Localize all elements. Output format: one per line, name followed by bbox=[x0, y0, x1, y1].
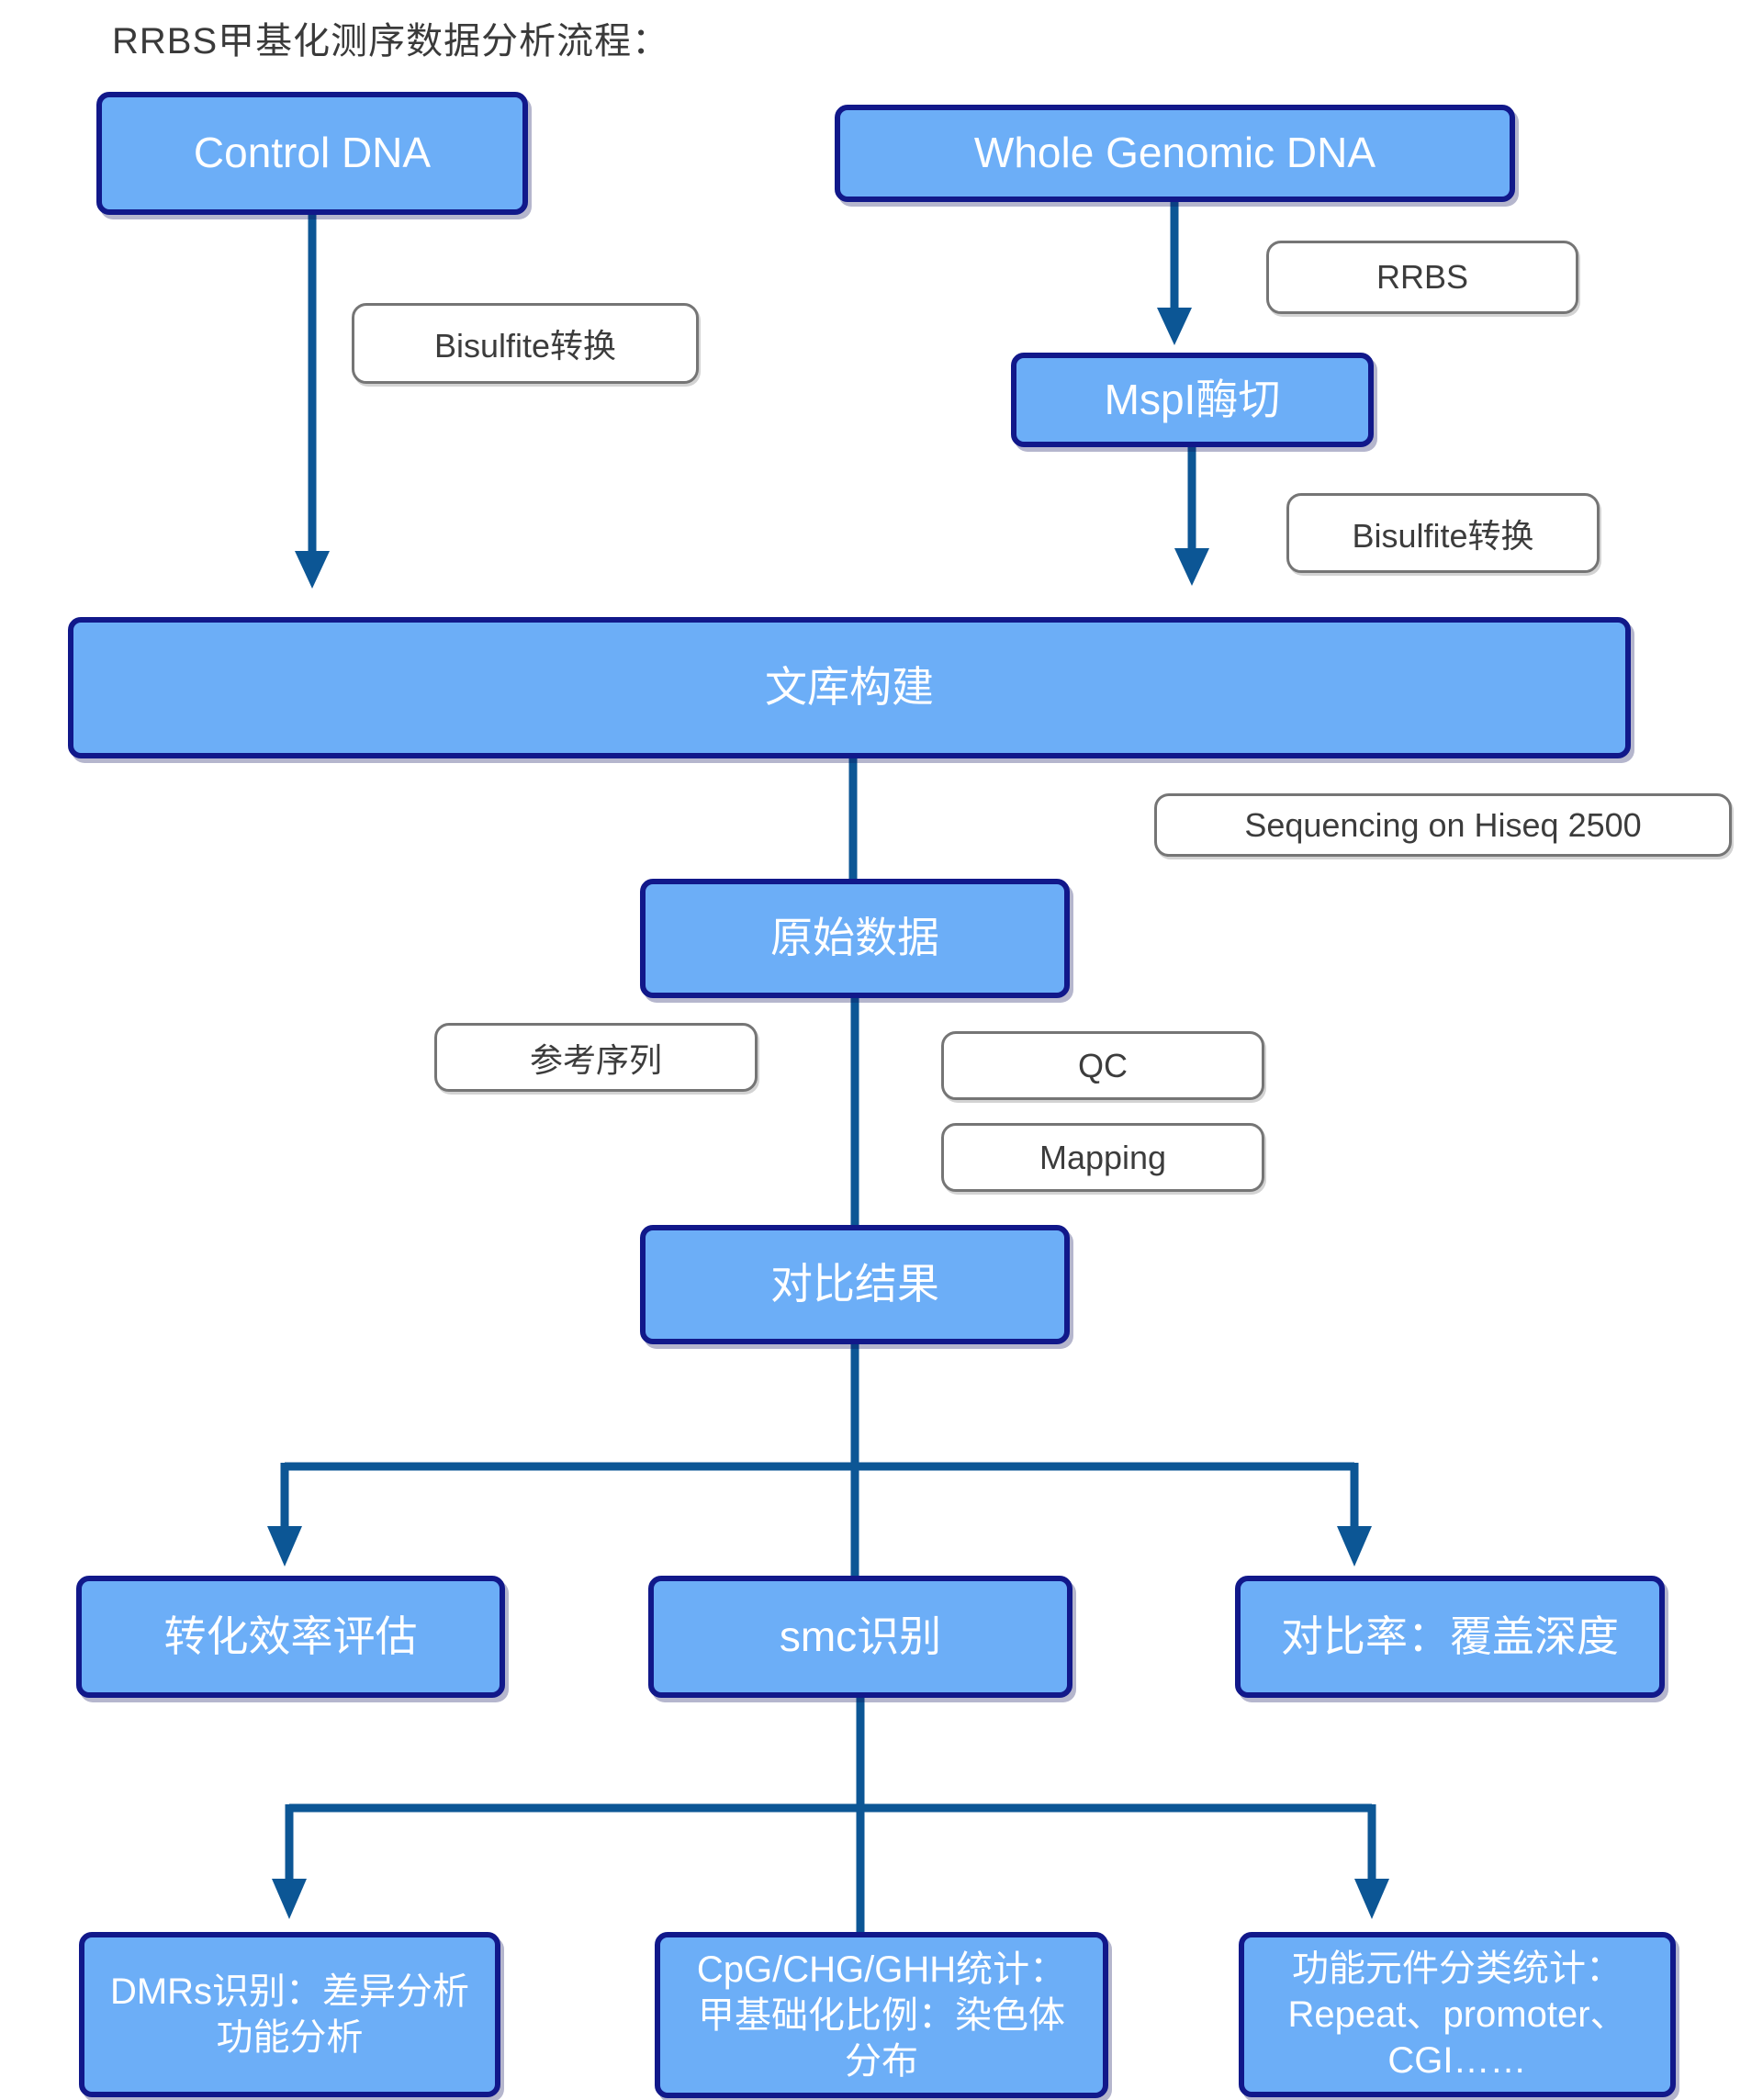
tag-rrbs: RRBS bbox=[1266, 241, 1578, 314]
node-cpg-statistics: CpG/CHG/GHH统计： 甲基础化比例：染色体 分布 bbox=[655, 1932, 1108, 2098]
node-control-dna: Control DNA bbox=[96, 92, 528, 215]
tag-bisulfite-conversion-right: Bisulfite转换 bbox=[1286, 493, 1600, 573]
tag-bisulfite-conversion-left: Bisulfite转换 bbox=[352, 303, 699, 384]
tag-qc: QC bbox=[941, 1031, 1264, 1100]
page-title: RRBS甲基化测序数据分析流程： bbox=[112, 21, 670, 62]
connector-wgd-to-mspi bbox=[1157, 202, 1192, 345]
node-dmrs-identification: DMRs识别：差异分析 功能分析 bbox=[79, 1932, 500, 2097]
node-smc-identification: smc识别 bbox=[648, 1576, 1072, 1698]
arrowhead-icon bbox=[295, 551, 330, 589]
tag-sequencing-hiseq-2500: Sequencing on Hiseq 2500 bbox=[1154, 793, 1732, 857]
arrowhead-icon bbox=[272, 1879, 307, 1919]
connector-smc-split bbox=[272, 1698, 1389, 1932]
connector-control-dna-to-library bbox=[295, 215, 330, 589]
tag-reference-sequence: 参考序列 bbox=[434, 1023, 758, 1092]
node-raw-data: 原始数据 bbox=[640, 879, 1070, 998]
connector-mspi-to-library bbox=[1174, 447, 1209, 586]
arrowhead-icon bbox=[1157, 308, 1192, 345]
node-library-construction: 文库构建 bbox=[68, 617, 1631, 758]
arrowhead-icon bbox=[1337, 1526, 1372, 1567]
arrowhead-icon bbox=[267, 1526, 302, 1567]
node-mspi-digestion: MspI酶切 bbox=[1011, 353, 1374, 447]
node-whole-genomic-dna: Whole Genomic DNA bbox=[835, 105, 1515, 202]
tag-mapping: Mapping bbox=[941, 1123, 1264, 1192]
arrowhead-icon bbox=[1354, 1879, 1389, 1919]
arrowhead-icon bbox=[1174, 548, 1209, 586]
node-alignment-rate-coverage: 对比率：覆盖深度 bbox=[1235, 1576, 1665, 1698]
node-conversion-efficiency: 转化效率评估 bbox=[76, 1576, 505, 1698]
connector-alignment-split bbox=[267, 1344, 1372, 1576]
node-alignment-result: 对比结果 bbox=[640, 1225, 1070, 1344]
node-functional-elements: 功能元件分类统计： Repeat、promoter、 CGI…… bbox=[1239, 1932, 1676, 2097]
